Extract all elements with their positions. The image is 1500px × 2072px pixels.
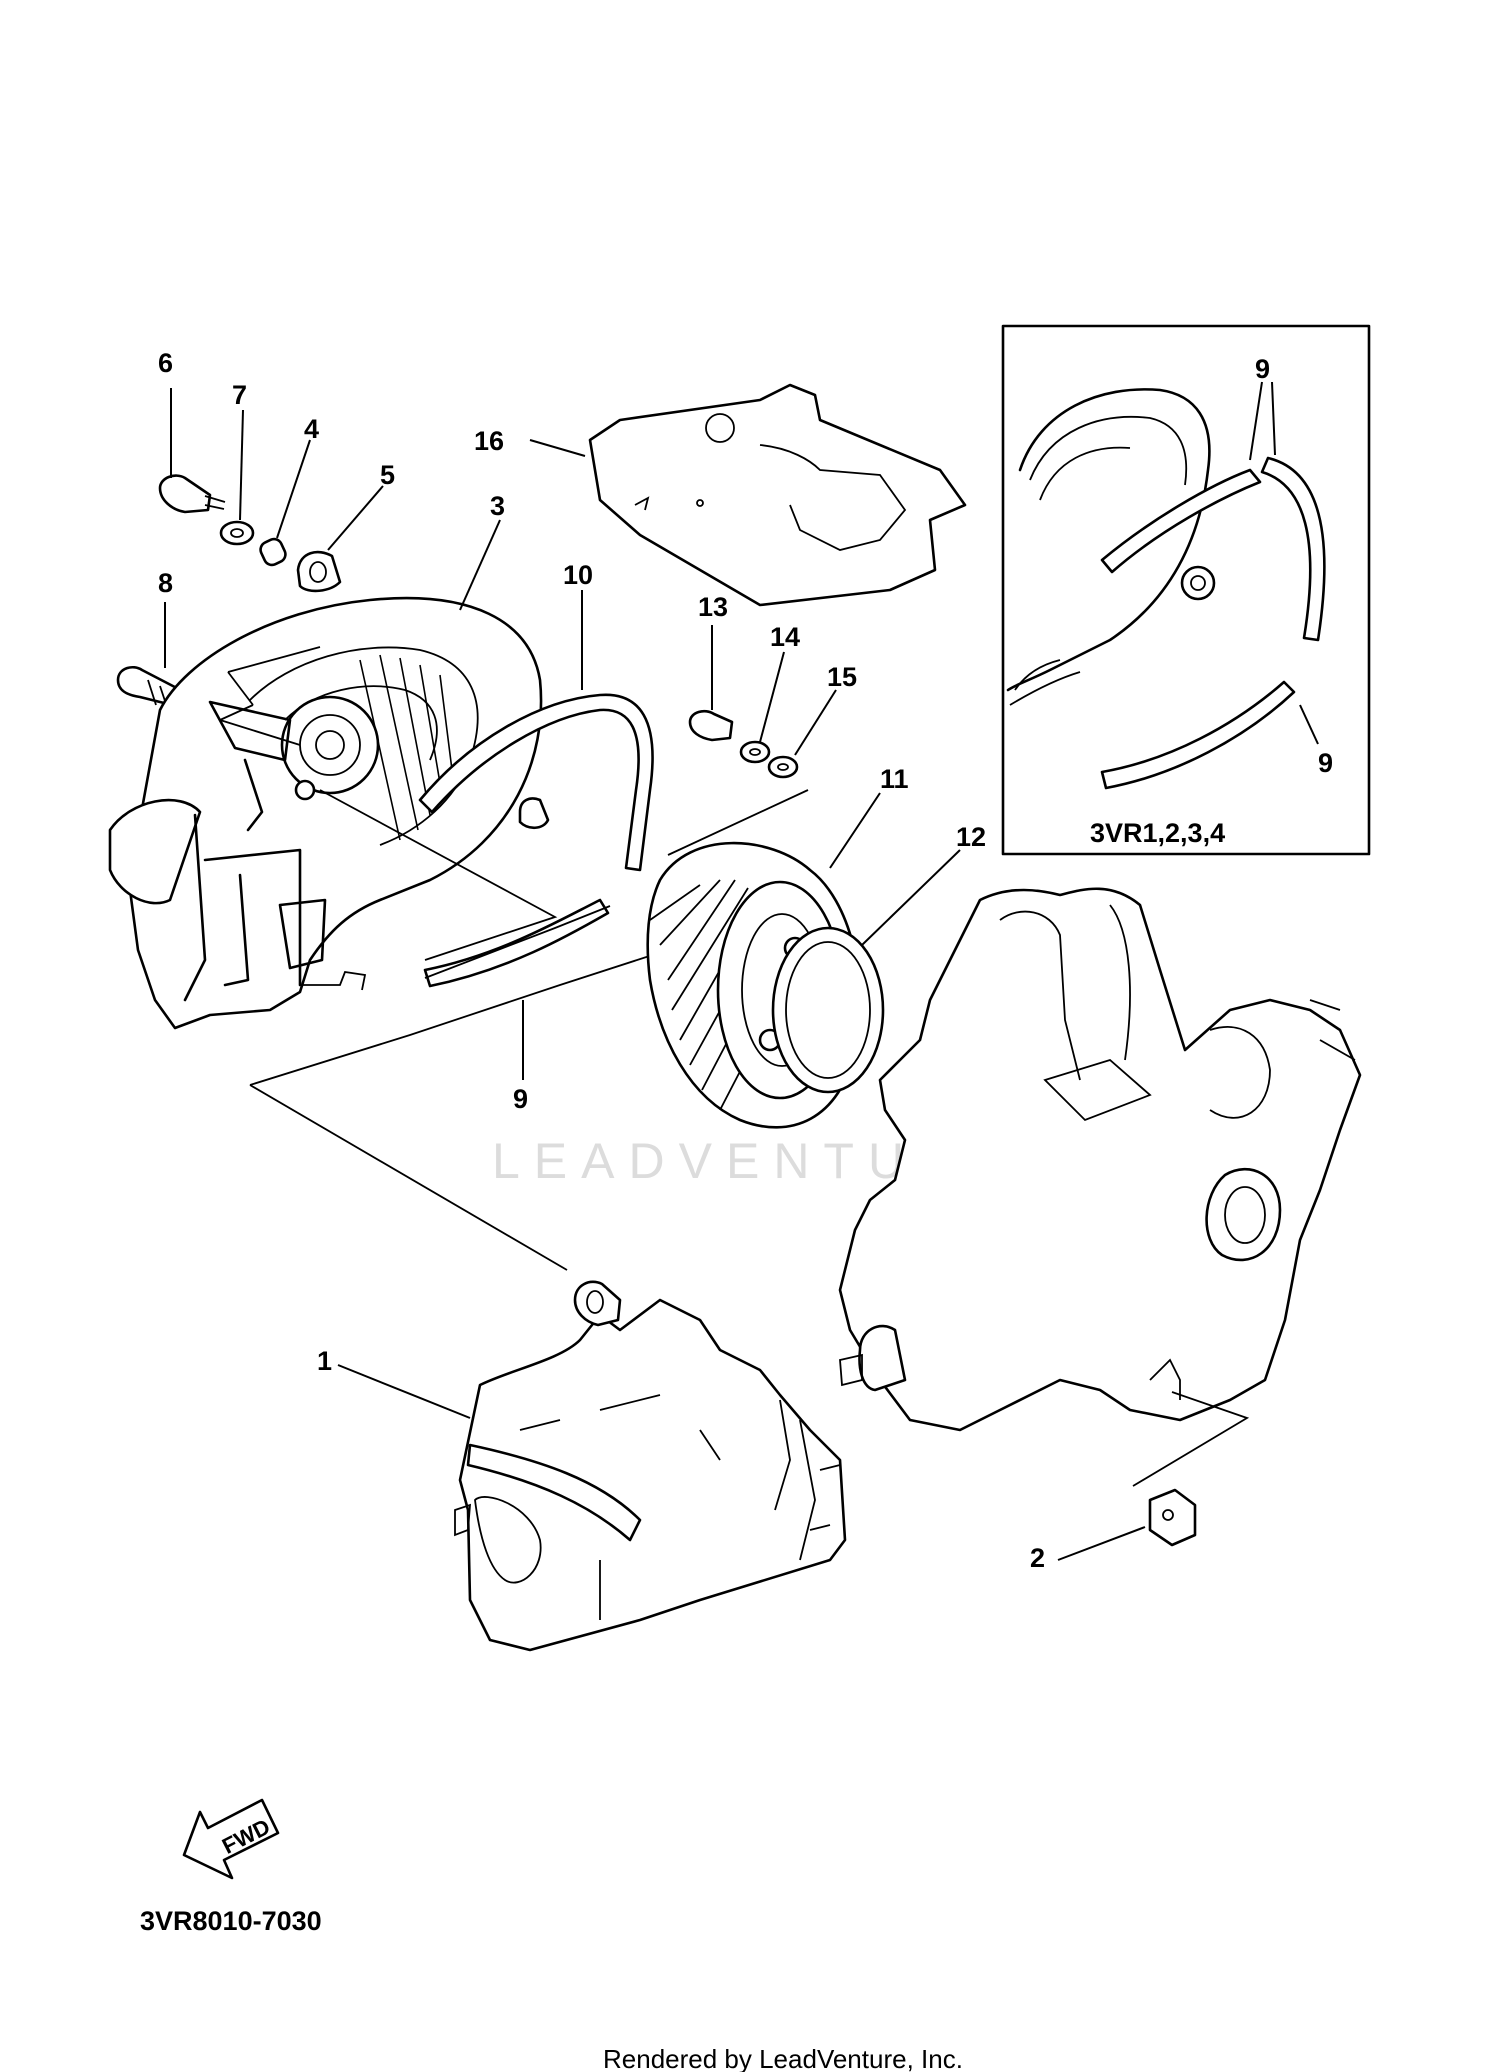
- callout-9: 9: [1255, 354, 1270, 384]
- callout-10: 10: [563, 560, 593, 590]
- fwd-arrow: FWD: [182, 1798, 280, 1880]
- inset-hose-9-lower: [1100, 680, 1296, 790]
- inset-shroud-outline: [1006, 388, 1211, 692]
- inset-panel: 9 9 3VR1,2,3,4: [1001, 324, 1371, 856]
- inset-model-label: 3VR1,2,3,4: [1090, 818, 1225, 848]
- footer-credit: Rendered by LeadVenture, Inc.: [603, 2044, 963, 2072]
- part-15-washer: [767, 755, 799, 779]
- callout-6: 6: [158, 348, 173, 378]
- callout-5: 5: [380, 460, 395, 490]
- callout-9: 9: [1318, 748, 1333, 778]
- part-1-seal-strip: [466, 1443, 642, 1542]
- part-6-screw: [158, 474, 212, 514]
- part-16-gasket: 16: [474, 383, 967, 607]
- part-14-washer: [739, 740, 771, 764]
- part-1-air-shroud: 1: [317, 1280, 847, 1652]
- callout-4: 4: [304, 414, 319, 444]
- engine-label-panel: [1043, 1058, 1152, 1122]
- callout-3: 3: [490, 491, 505, 521]
- part-13-bolt: [688, 709, 734, 742]
- inset-hose-9-upper-left: [1100, 468, 1262, 574]
- shroud-flap: [108, 798, 202, 905]
- callout-14: 14: [770, 622, 800, 652]
- callout-11: 11: [880, 764, 909, 794]
- callout-7: 7: [232, 380, 247, 410]
- callout-8: 8: [158, 568, 173, 598]
- part-2-clip: 2: [1030, 1488, 1197, 1573]
- hardware-13-15: 13 14 15: [667, 592, 857, 856]
- callout-1: 1: [317, 1346, 332, 1376]
- callout-9: 9: [513, 1084, 528, 1114]
- part-4-collar: [259, 537, 287, 567]
- callout-2: 2: [1030, 1543, 1045, 1573]
- part-5-grommet: [296, 550, 342, 593]
- part-1-boss: [573, 1280, 622, 1327]
- callout-15: 15: [827, 662, 857, 692]
- engine-crankcase: [838, 887, 1362, 1487]
- hardware-stack: 6 7 4 5: [158, 348, 395, 593]
- engine-sensor: [858, 1324, 907, 1392]
- part-10-hose: 10: [418, 560, 654, 872]
- inset-boss: [1180, 565, 1216, 601]
- part-9-hose: 9: [249, 898, 669, 1271]
- callout-16: 16: [474, 426, 504, 456]
- callout-12: 12: [956, 822, 986, 852]
- part-11-fan: 11: [646, 764, 909, 1129]
- inset-hose-9-upper-right: [1260, 456, 1326, 642]
- part-7-washer: [219, 520, 255, 546]
- diagram-code: 3VR8010-7030: [140, 1906, 322, 1936]
- part-3-shroud: 3: [108, 491, 558, 1030]
- part-12-oring: 12: [771, 822, 986, 1094]
- callout-13: 13: [698, 592, 728, 622]
